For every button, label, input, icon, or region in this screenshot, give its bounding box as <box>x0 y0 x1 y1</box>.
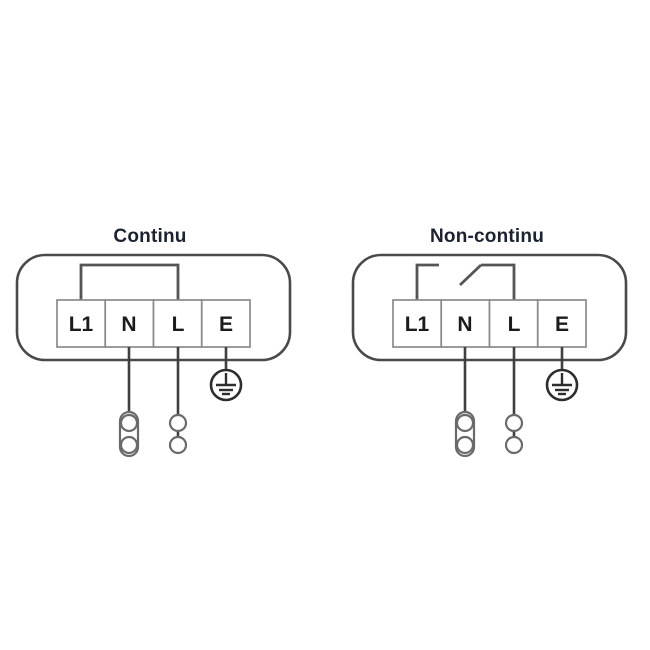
switch-left-contact <box>415 263 439 300</box>
enclosure-outline <box>15 253 292 362</box>
connector-n <box>454 410 476 458</box>
terminal-label-l: L <box>508 313 521 336</box>
connector-n <box>118 410 140 458</box>
earth-symbol <box>209 368 243 402</box>
terminal-cell-e <box>200 299 251 348</box>
diagram-non-continu: Non-continu L1 N L E <box>351 226 628 458</box>
switch-right-contact <box>481 263 516 300</box>
terminal-cell-e <box>536 299 587 348</box>
diagram-title-non-continu: Non-continu <box>430 226 544 247</box>
diagram-continu: Continu L1 N L E <box>15 226 292 458</box>
terminal-label-l1: L1 <box>405 313 430 336</box>
terminal-cell-n <box>440 299 491 348</box>
switch-blade <box>459 263 482 287</box>
diagram-title-continu: Continu <box>113 226 186 247</box>
terminal-cell-l1 <box>56 299 107 348</box>
terminal-label-e: E <box>219 313 233 336</box>
terminal-label-n: N <box>121 313 136 336</box>
connector-l <box>504 413 524 455</box>
terminal-label-l: L <box>172 313 185 336</box>
earth-symbol <box>545 368 579 402</box>
terminal-cell-l1 <box>392 299 443 348</box>
connector-l <box>168 413 188 455</box>
jumper-link-continuous <box>79 263 180 300</box>
terminal-label-e: E <box>555 313 569 336</box>
terminal-label-l1: L1 <box>69 313 94 336</box>
terminal-label-n: N <box>457 313 472 336</box>
enclosure-outline <box>351 253 628 362</box>
